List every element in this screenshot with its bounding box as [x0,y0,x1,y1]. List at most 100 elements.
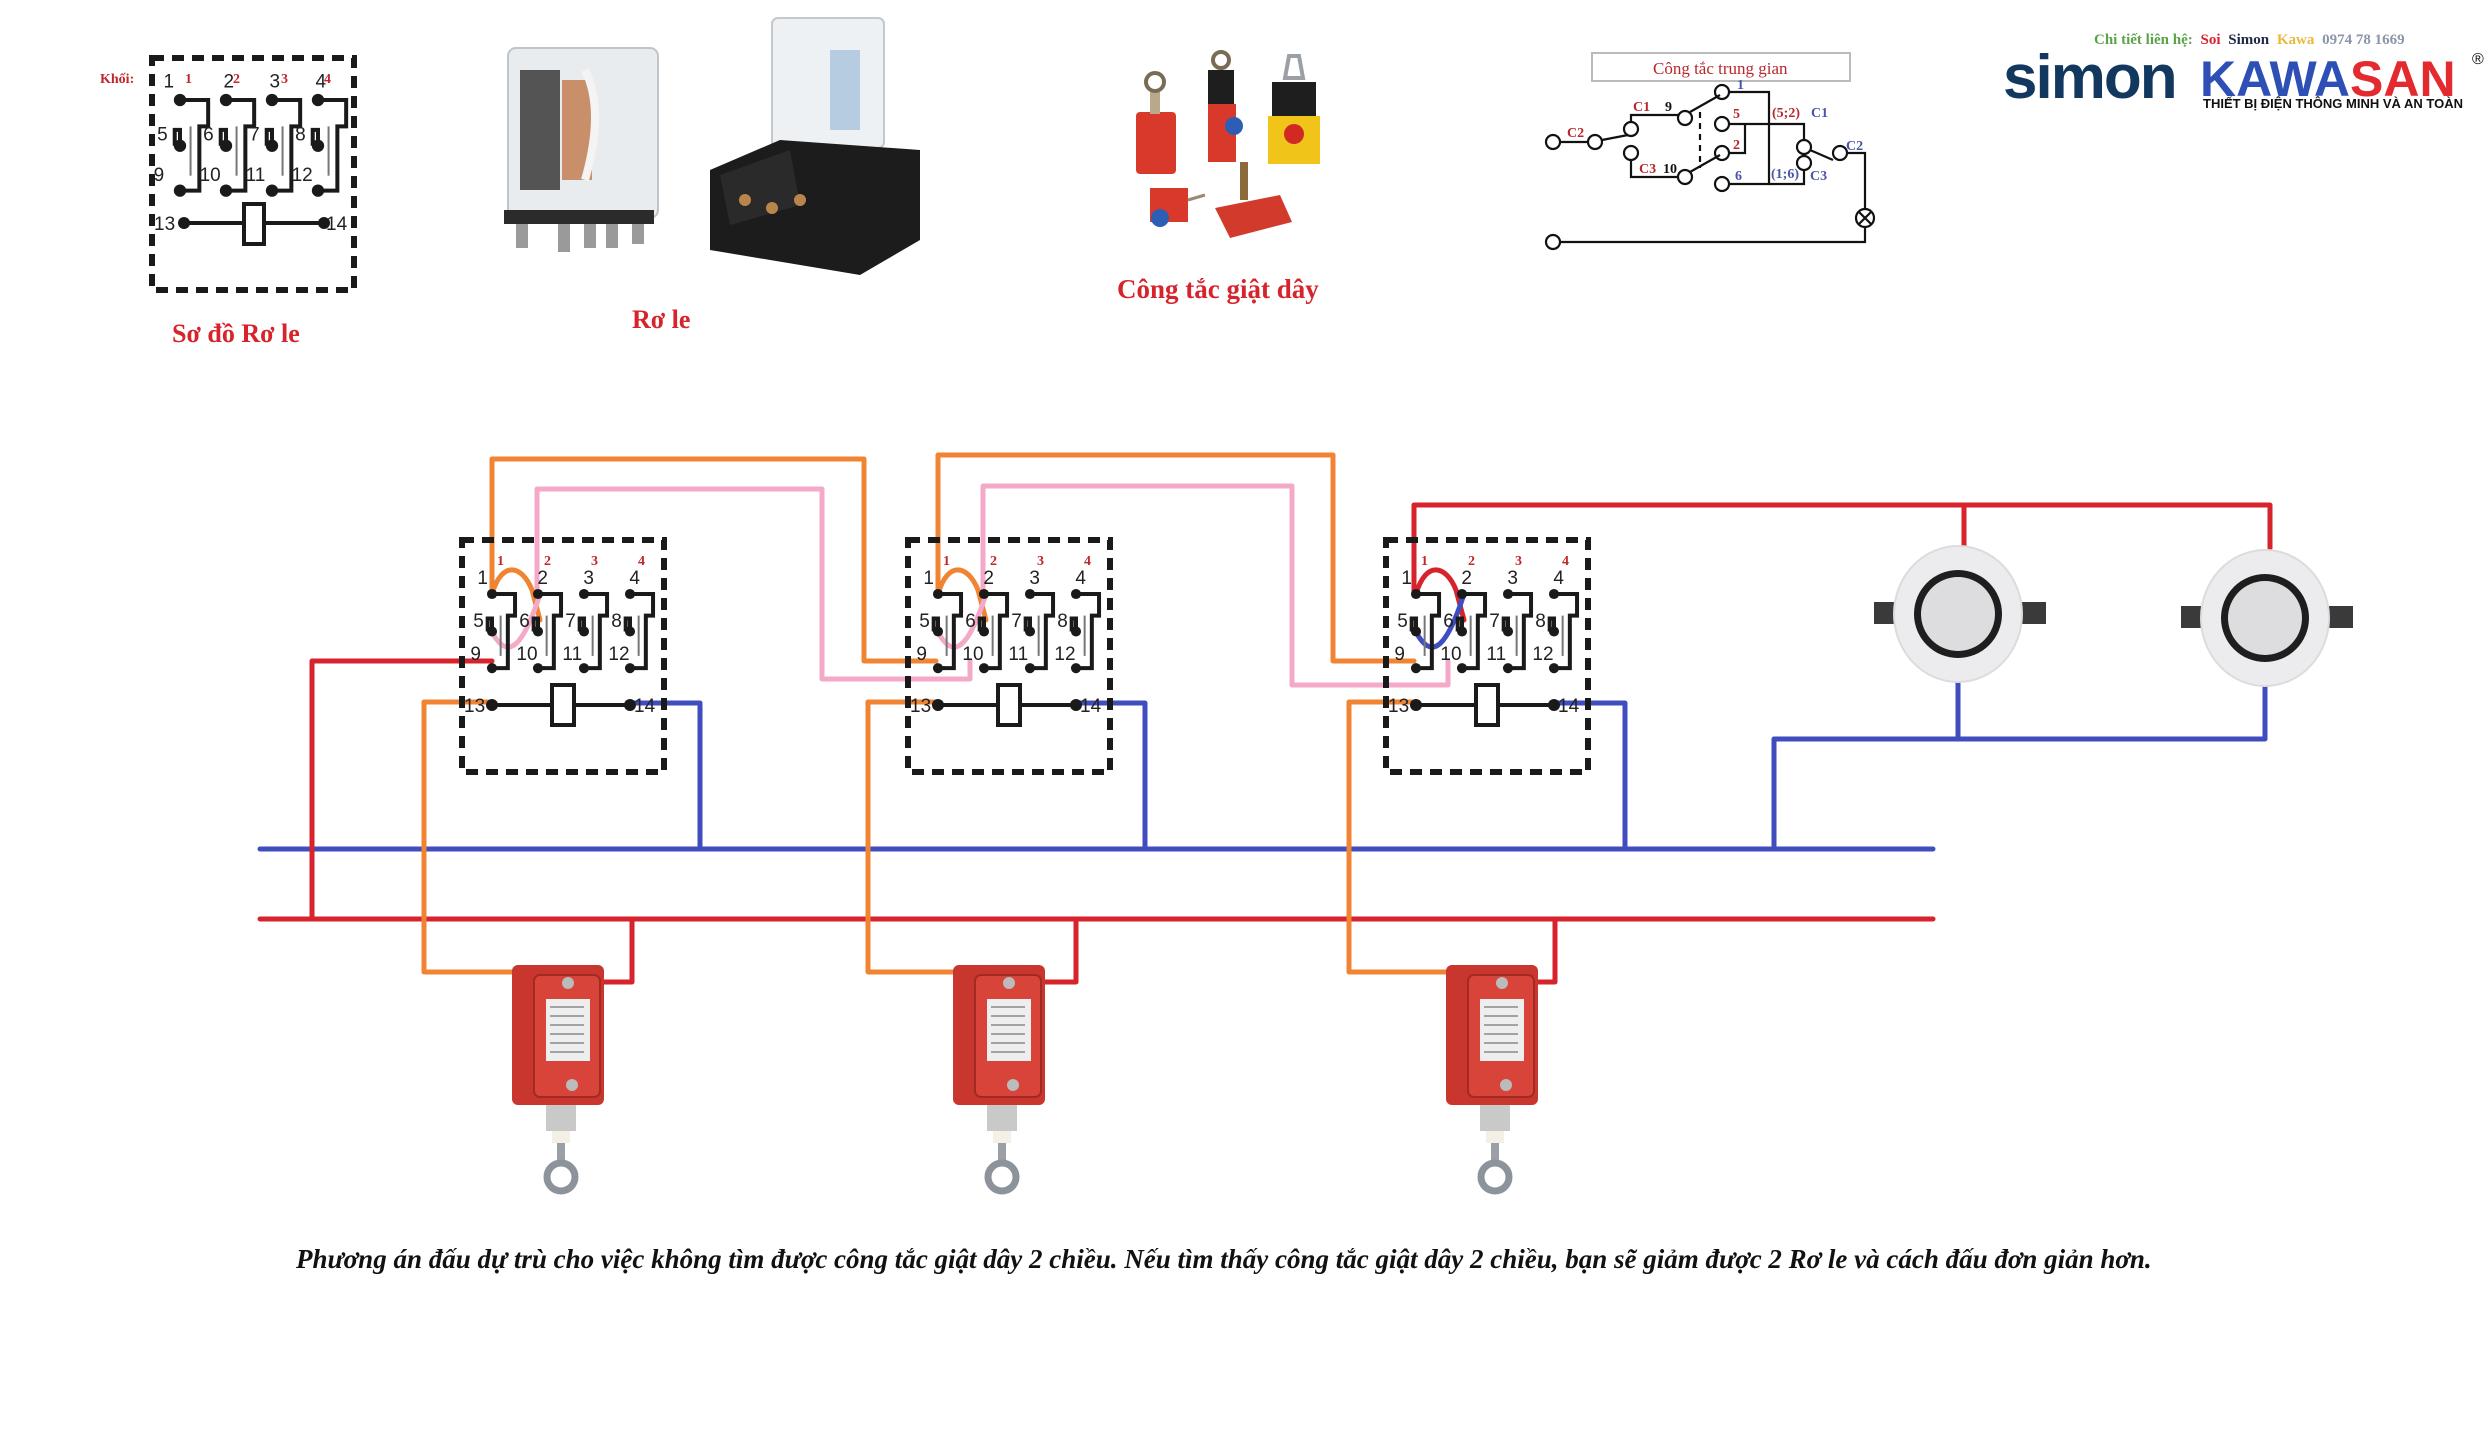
pin-label-bot: 12 [1054,644,1075,665]
pin-dot [624,663,636,674]
switch-bellow [552,1131,570,1143]
screw [1003,977,1015,989]
pin-label-mid: 5 [919,611,930,632]
screw [1496,977,1508,989]
pin-label-top: 1 [477,568,488,589]
pin-label-top: 4 [1075,568,1086,589]
logo-tagline: THIẾT BỊ ĐIỆN THÔNG MINH VÀ AN TOÀN [2203,96,2463,111]
coil-pin-13 [932,699,944,711]
pull-switch-products-image [1136,50,1320,238]
pin-dot [219,93,233,107]
switch2-phase [1030,916,1079,985]
pin-dot [1548,626,1560,637]
relay3-jumper-a [1413,567,1467,623]
lamp-diffuser [2228,581,2302,655]
footer-note: Phương án đấu dự trù cho việc không tìm … [295,1244,2152,1274]
contact-link [1462,592,1488,671]
pin-dot [311,184,325,197]
pin-label-bot: 9 [154,165,165,186]
pin-dot [1456,626,1468,637]
eye-bolt-shank [557,1143,565,1163]
pin-label-mid: 8 [295,124,306,145]
switch-label-plate [987,999,1031,1061]
coil-label-14: 14 [1080,696,1102,717]
coil [996,683,1022,727]
lamp-neutral [1771,677,2268,852]
nc-contact [531,616,540,632]
switch-bellow [993,1131,1011,1143]
pin-label-mid: 5 [473,611,484,632]
nc-contact [172,127,182,146]
pin-dot [1070,588,1082,600]
coil-pin-14 [1548,699,1560,711]
pin-label-mid: 7 [1489,611,1500,632]
r1-pin6-to-r2-pin10 [534,486,973,682]
coil-pin-14: 14 [326,214,348,235]
relay-photo-caption: Rơ le [632,305,690,334]
pin-dot [532,588,544,600]
relay1-coil14-neutral [627,700,703,852]
switch-label-plate [546,999,590,1061]
r3-pin1-to-lamps [1411,502,2273,597]
blocks-label: Khối: [100,72,134,87]
coil-label-13: 13 [1388,696,1409,717]
pull-switch-3 [1446,965,1538,1195]
pin-label-top: 4 [315,72,326,93]
switch1-phase [589,916,635,985]
block-number: 3 [1515,554,1522,569]
block-number: 1 [497,554,504,569]
pin-dot [1024,663,1036,674]
switch-label-plate [1480,999,1524,1061]
coil-pin-14 [624,699,636,711]
coil-label-13: 13 [910,696,931,717]
pin-label-bot: 10 [962,644,983,665]
nc-contact [577,616,586,632]
nc-contact [218,127,228,146]
pin-dot [265,184,279,197]
pin-dot [1456,588,1468,600]
block-number: 2 [233,72,240,87]
label-pin6: 6 [1735,169,1742,184]
relay1-jumper-b [489,591,543,650]
lamps-layer [1874,545,2353,687]
nc-contact [1501,616,1510,632]
contact-link [1030,592,1056,671]
contact-prefix: Chi tiết liên hệ: [2094,32,2193,48]
label-pair-5-2: (5;2) [1772,106,1800,121]
pin-label-top: 2 [223,72,234,93]
block-number: 3 [1037,554,1044,569]
block-number: 3 [281,72,288,87]
contact-link [630,592,656,671]
pin-label-bot: 12 [292,165,313,186]
r1-pin1-to-r2-pin9 [489,456,939,664]
eye-bolt-ring [543,1159,579,1195]
pin-dot [932,588,944,600]
relay3-coil14-neutral [1552,700,1628,852]
pin-label-mid: 8 [1535,611,1546,632]
pin-label-top: 3 [269,72,280,93]
contact-link [584,592,610,671]
pin-dot [1024,588,1036,600]
block-number: 2 [990,554,997,569]
contact-name-mid: Simon [2228,32,2270,48]
block-number: 2 [544,554,551,569]
spring-clip-left [1874,602,1898,624]
pin-label-bot: 9 [1394,644,1405,665]
pin-label-mid: 7 [565,611,576,632]
label-pin1: 1 [1737,78,1744,93]
spring-clip-right [2022,602,2046,624]
contact-link [272,98,303,193]
coil-pin-13: 13 [154,214,175,235]
r2-pin1-to-r3-pin9 [935,452,1417,664]
pin-dot [1502,626,1514,637]
